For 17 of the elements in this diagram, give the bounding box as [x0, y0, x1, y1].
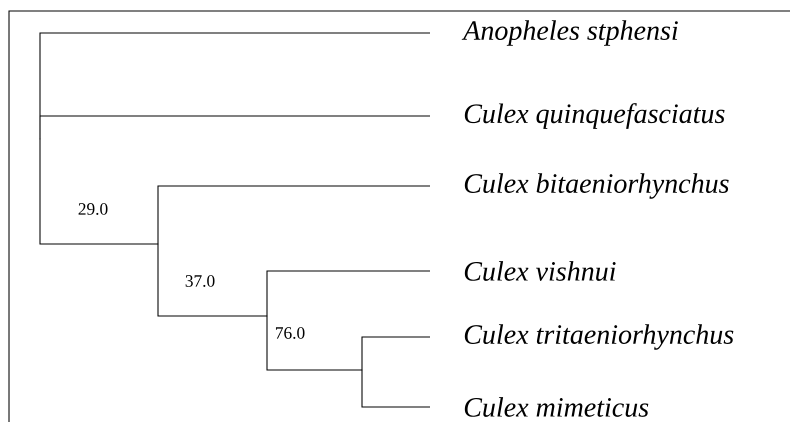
species-label: Culex quinquefasciatus — [464, 103, 725, 129]
support-value: 37.0 — [184, 274, 216, 288]
tree-branch — [266, 316, 362, 371]
support-value: 76.0 — [274, 326, 306, 340]
tree-branch — [361, 370, 430, 408]
tree-branch — [157, 244, 267, 317]
species-label: Culex vishnui — [464, 261, 616, 281]
tree-branch — [39, 115, 430, 139]
tree-branch — [361, 336, 430, 370]
species-label: Culex mimeticus — [464, 397, 648, 417]
species-label: Anopheles stphensi — [462, 20, 678, 46]
tree-branch — [39, 139, 158, 245]
species-label: Culex bitaeniorhynchus — [464, 173, 729, 199]
support-value: 29.0 — [76, 202, 110, 216]
tree-branch — [266, 270, 430, 316]
species-label: Culex tritaeniorhynchus — [464, 324, 734, 350]
tree-branch — [157, 185, 430, 244]
